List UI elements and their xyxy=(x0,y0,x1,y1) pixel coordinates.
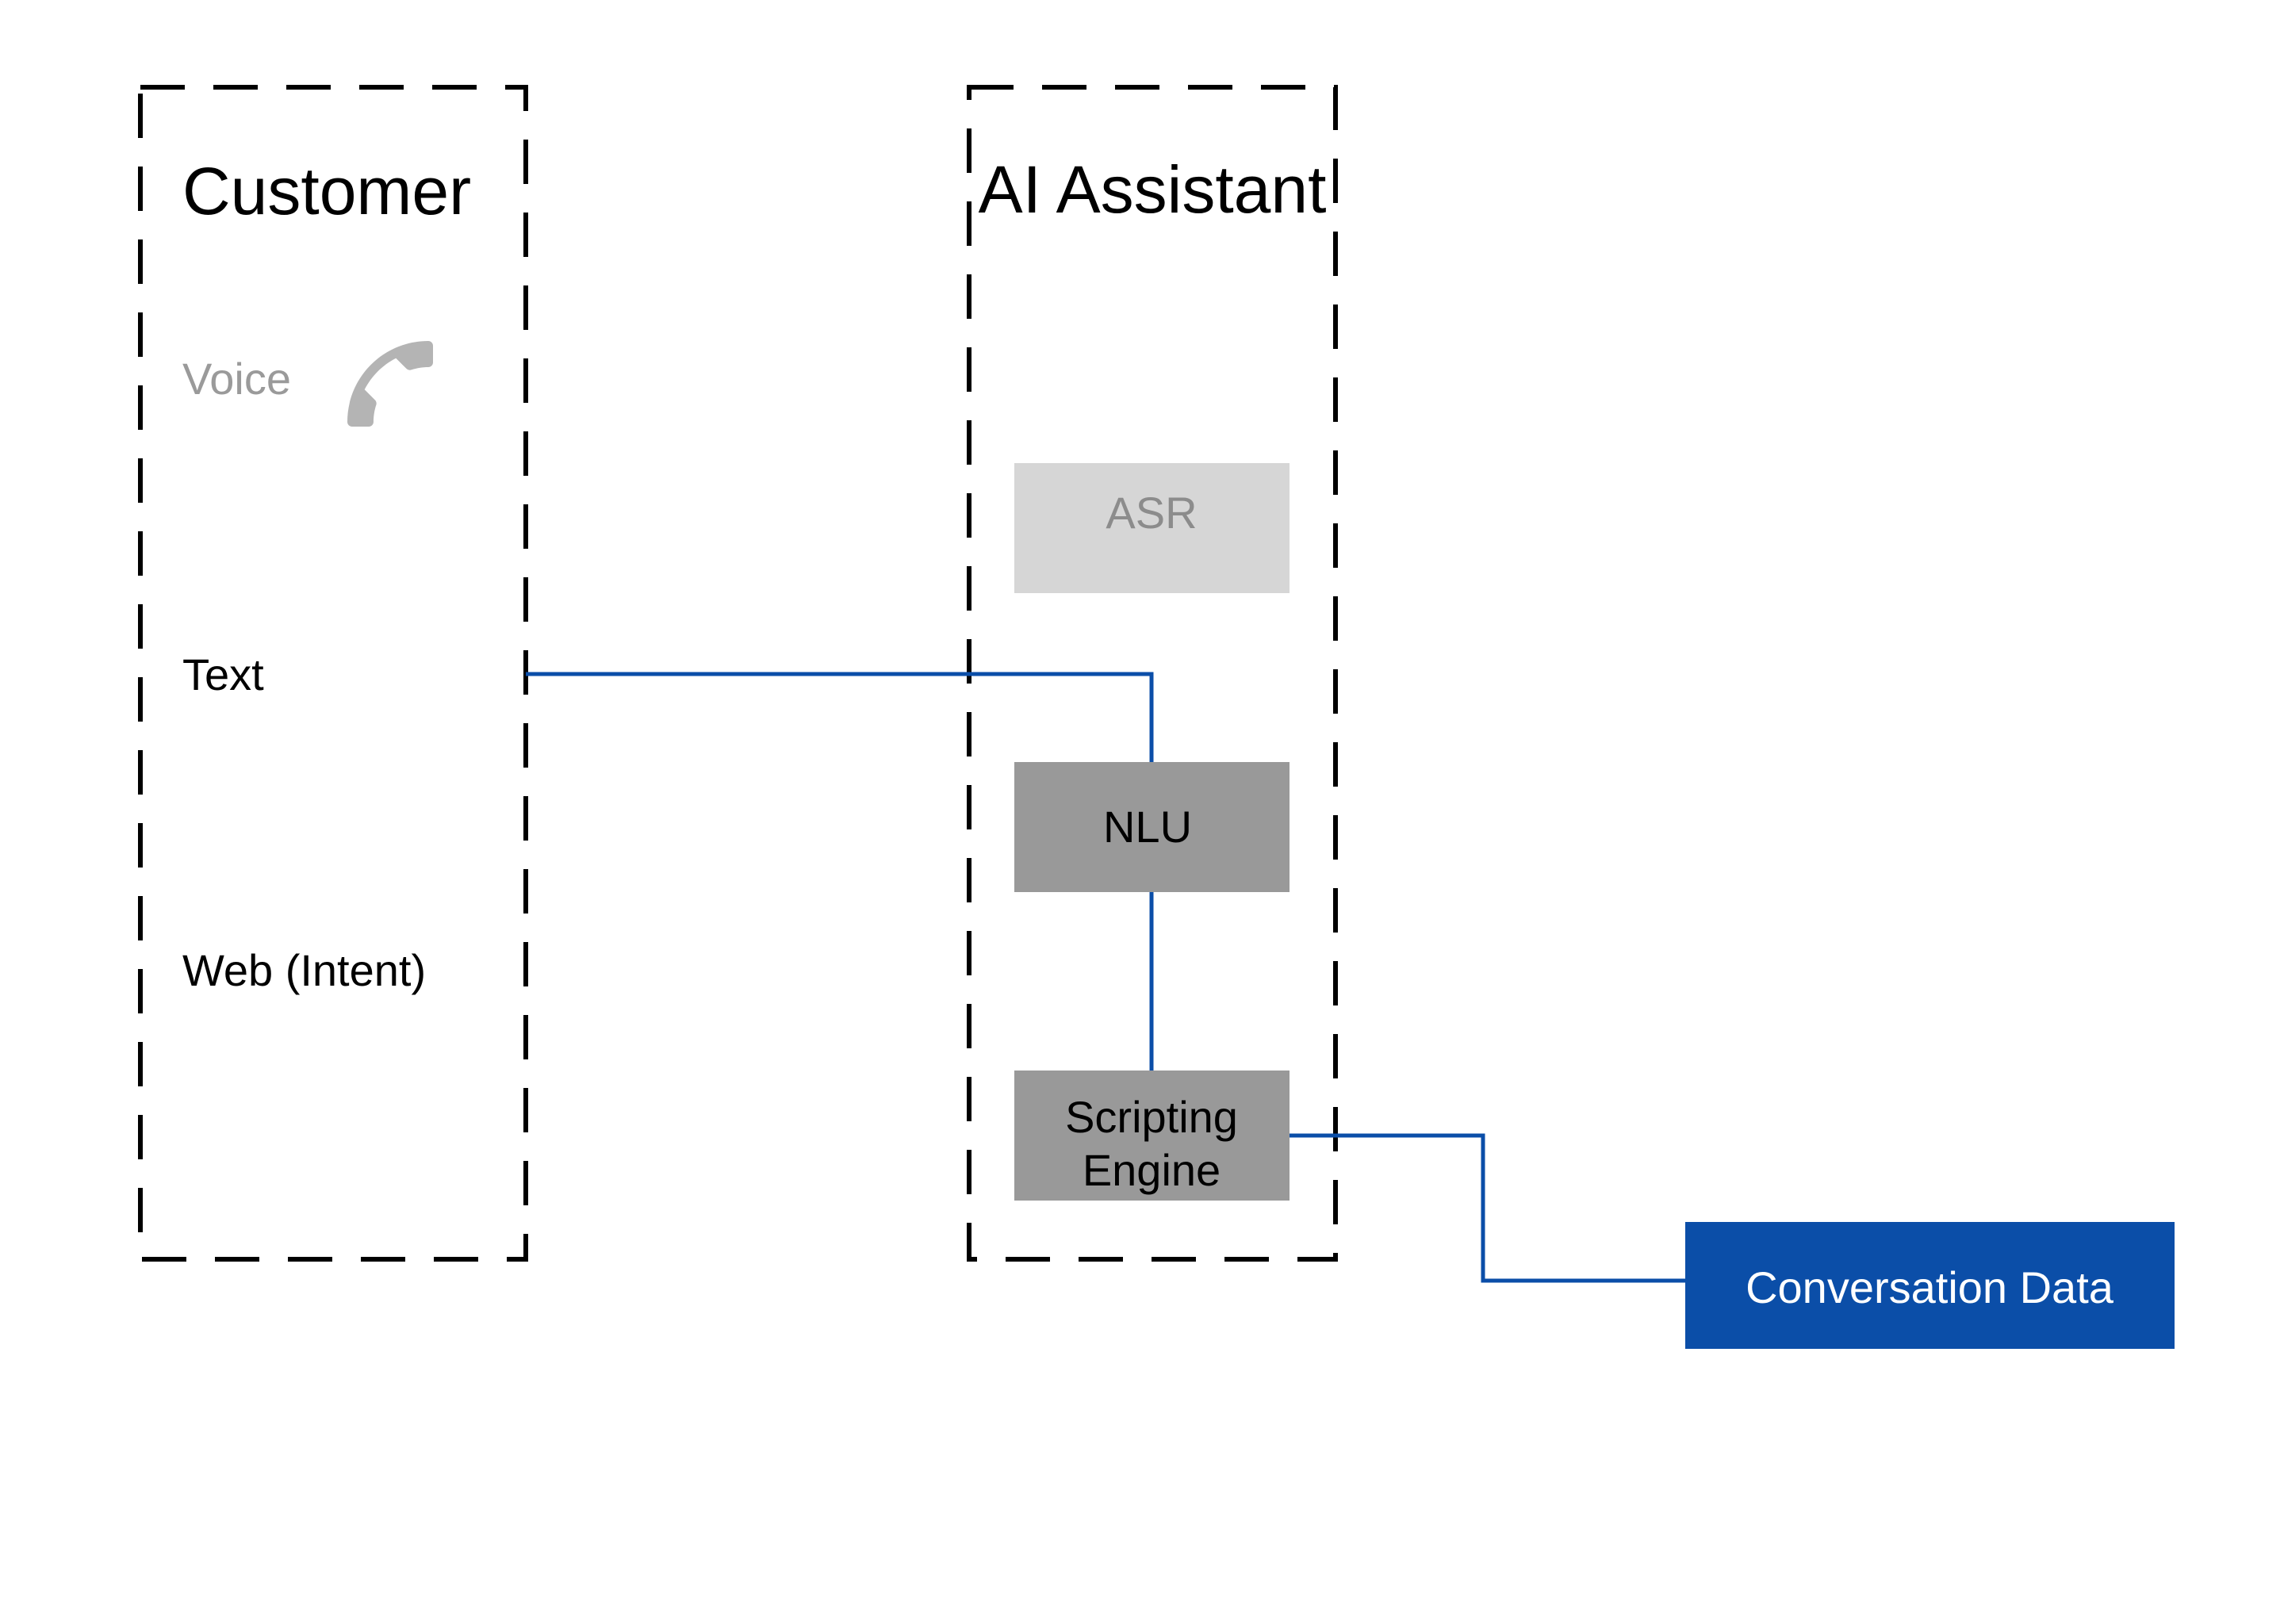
assistant-title: AI Assistant xyxy=(979,152,1327,227)
phone-icon xyxy=(347,341,433,427)
asr-box xyxy=(1014,463,1290,593)
asr-label: ASR xyxy=(1106,488,1197,538)
nlu-label: NLU xyxy=(1103,802,1192,852)
channel-voice: Voice xyxy=(182,354,291,404)
nlu-box xyxy=(1014,762,1290,892)
connector-scripting-engine-to-conversation-data xyxy=(1290,1133,1685,1283)
conversation-data-label: Conversation Data xyxy=(1746,1262,2114,1312)
customer-title: Customer xyxy=(182,154,471,228)
scripting-engine-label-line1: Scripting xyxy=(1065,1092,1238,1142)
scripting-engine-box xyxy=(1014,1071,1290,1201)
channel-text: Text xyxy=(182,649,264,699)
conversation-data-box xyxy=(1685,1222,2175,1349)
connector-text-to-nlu xyxy=(526,672,1154,762)
scripting-engine-label-line2: Engine xyxy=(1083,1145,1221,1195)
channel-web-intent: Web (Intent) xyxy=(182,945,426,995)
